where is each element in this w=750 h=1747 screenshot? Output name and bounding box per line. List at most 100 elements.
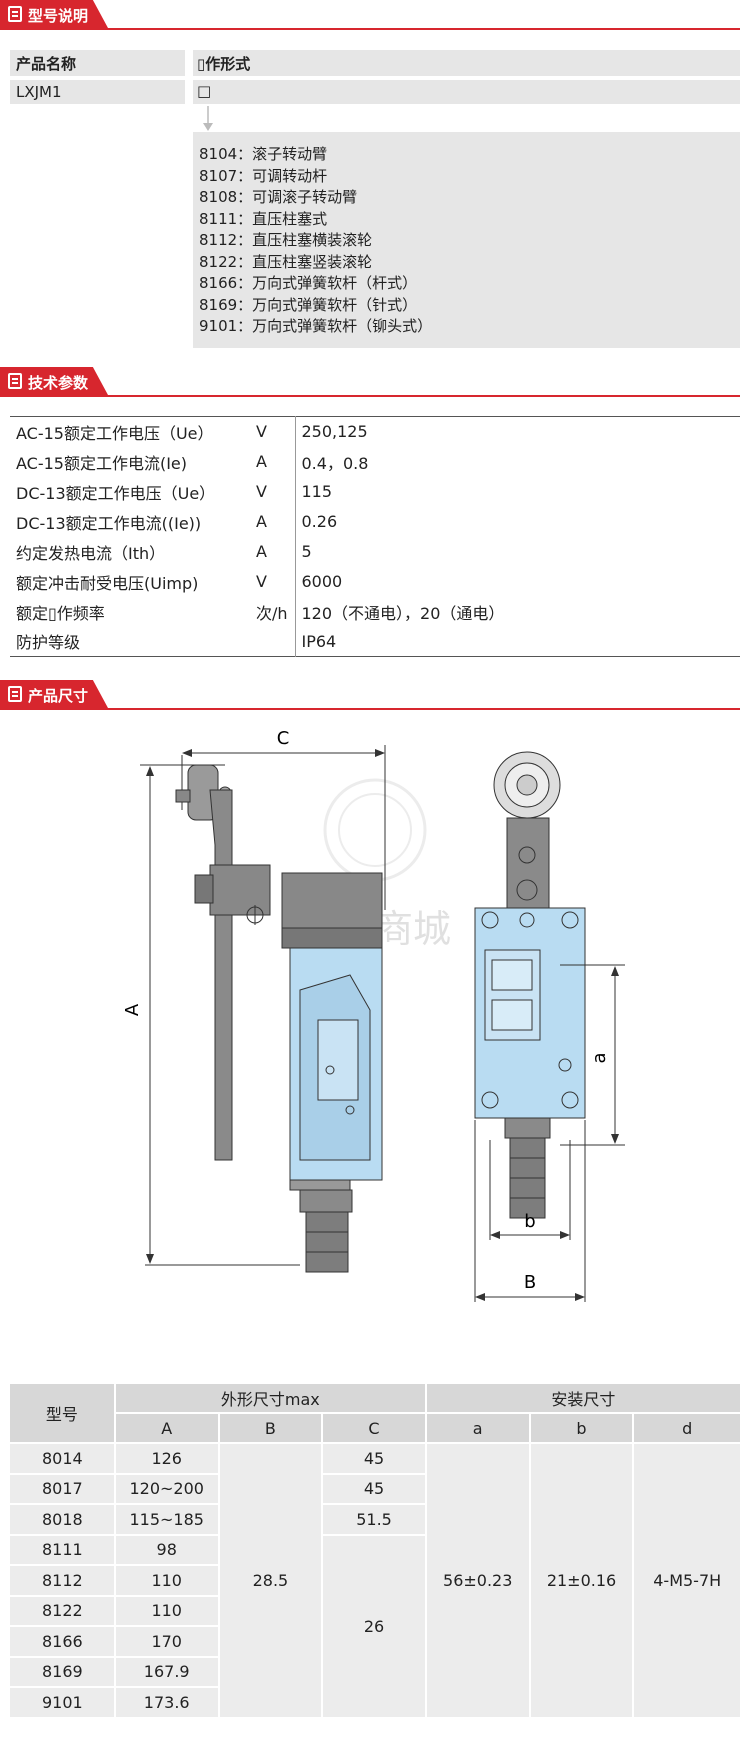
param-unit: A bbox=[256, 452, 267, 471]
header-install-dim: 安装尺寸 bbox=[424, 1382, 743, 1414]
cell-A: 170 bbox=[113, 1625, 220, 1658]
cell-A: 167.9 bbox=[113, 1655, 220, 1688]
section-tab bbox=[0, 367, 108, 395]
cell-C: 51.5 bbox=[321, 1503, 427, 1536]
table-row: 8111 98 26 bbox=[8, 1533, 741, 1719]
cell-C: 26 bbox=[321, 1533, 427, 1719]
cell-model: 8166 bbox=[8, 1625, 116, 1658]
model-placeholder-box: □ bbox=[193, 80, 740, 104]
section-divider bbox=[0, 395, 740, 397]
param-unit: V bbox=[256, 572, 267, 591]
document-icon bbox=[8, 6, 22, 22]
document-icon bbox=[8, 686, 22, 702]
cell-A: 98 bbox=[113, 1533, 220, 1566]
section-header-dimensions: 产品尺寸 bbox=[0, 680, 750, 714]
section-title: 型号说明 bbox=[28, 7, 89, 25]
param-name: DC-13额定工作电流((Ie)) bbox=[16, 513, 202, 533]
dimension-drawing: 阀采商城 A C bbox=[122, 728, 625, 1302]
table-row: 8122 110 bbox=[8, 1594, 741, 1627]
cell-model: 9101 bbox=[8, 1686, 116, 1719]
cell-model: 8112 bbox=[8, 1564, 116, 1597]
section-header-model: 型号说明 bbox=[0, 0, 750, 34]
document-icon bbox=[8, 373, 22, 389]
param-unit: A bbox=[256, 542, 267, 561]
subheader: C bbox=[321, 1412, 427, 1444]
section-divider bbox=[0, 708, 740, 710]
param-unit bbox=[250, 627, 295, 657]
table-row: 8169 167.9 bbox=[8, 1655, 741, 1688]
option-item: 8166：万向式弹簧软杆（杆式） bbox=[199, 274, 418, 292]
cell-model: 8018 bbox=[8, 1503, 116, 1536]
subheader: A bbox=[113, 1412, 220, 1444]
table-row: 约定发热电流（Ith） A 5 bbox=[10, 536, 740, 567]
option-item: 8111：直压柱塞式 bbox=[199, 209, 328, 228]
option-item: 8122：直压柱塞竖装滚轮 bbox=[199, 252, 373, 271]
param-name: 防护等级 bbox=[16, 633, 81, 653]
param-value: 115 bbox=[294, 476, 740, 507]
param-unit: V bbox=[256, 482, 267, 501]
table-row: 9101 173.6 bbox=[8, 1686, 741, 1719]
product-name-label: 产品名称 bbox=[10, 50, 185, 76]
cell-model: 8017 bbox=[8, 1472, 116, 1505]
param-name: AC-15额定工作电流(Ie) bbox=[16, 453, 188, 473]
option-item: 9101：万向式弹簧软杆（铆头式） bbox=[199, 317, 433, 335]
dim-label-a: a bbox=[589, 1052, 610, 1063]
cell-b: 21±0.16 bbox=[528, 1442, 635, 1719]
param-name: 约定发热电流（Ith） bbox=[16, 543, 166, 563]
table-header-row: 型号 外形尺寸max 安装尺寸 bbox=[8, 1382, 743, 1444]
header-outer-dim: 外形尺寸max bbox=[113, 1382, 427, 1414]
param-unit: A bbox=[256, 512, 267, 531]
cell-d: 4-M5-7H bbox=[632, 1442, 742, 1719]
cell-model: 8111 bbox=[8, 1533, 116, 1566]
param-name: AC-15额定工作电压（Ue） bbox=[16, 423, 214, 443]
front-view: a b B bbox=[474, 751, 625, 1302]
param-value: 0.4，0.8 bbox=[294, 446, 740, 477]
param-value: 250,125 bbox=[294, 416, 740, 447]
section-divider bbox=[0, 28, 740, 30]
table-row: 8014 126 28.5 45 56±0.23 21±0.16 4-M5-7H bbox=[8, 1442, 742, 1719]
dimension-table: 型号 外形尺寸max 安装尺寸 A B C a b d 8014 126 28.… bbox=[8, 1382, 743, 1719]
option-item: 8104：滚子转动臂 bbox=[199, 145, 328, 163]
table-subheader-row: A B C a b d bbox=[9, 1412, 742, 1444]
table-row: AC-15额定工作电流(Ie) A 0.4，0.8 bbox=[10, 446, 740, 477]
side-view: A C bbox=[122, 728, 386, 1273]
subheader: B bbox=[217, 1412, 324, 1444]
cell-A: 126 bbox=[113, 1442, 220, 1475]
dim-label-A: A bbox=[122, 1003, 143, 1016]
section-tab bbox=[0, 680, 108, 708]
option-list: 8104：滚子转动臂 8107：可调转动杆 8108：可调滚子转动臂 8111：… bbox=[193, 132, 740, 348]
cell-A: 173.6 bbox=[113, 1686, 220, 1719]
param-name: 额定▯作频率 bbox=[16, 603, 105, 623]
cell-C: 45 bbox=[321, 1442, 427, 1475]
param-value: 5 bbox=[294, 536, 740, 567]
subheader: d bbox=[632, 1412, 742, 1444]
option-item: 8112：直压柱塞横装滚轮 bbox=[199, 231, 373, 249]
subheader: b bbox=[528, 1412, 635, 1444]
param-value: 120（不通电），20（通电） bbox=[294, 596, 740, 627]
table-row: 8166 170 bbox=[8, 1625, 741, 1658]
option-item: 8169：万向式弹簧软杆（针式） bbox=[199, 295, 418, 314]
cell-model: 8122 bbox=[8, 1594, 116, 1627]
param-name: 额定冲击耐受电压(Uimp) bbox=[16, 573, 199, 593]
cell-A: 110 bbox=[113, 1564, 220, 1597]
param-value: 0.26 bbox=[294, 506, 740, 537]
cell-C: 45 bbox=[321, 1472, 427, 1505]
arrow-down-icon bbox=[203, 106, 213, 131]
param-value: 6000 bbox=[294, 566, 740, 597]
section-header-tech: 技术参数 bbox=[0, 367, 750, 401]
cell-A: 110 bbox=[113, 1594, 220, 1627]
param-unit: V bbox=[256, 422, 267, 442]
option-item: 8107：可调转动杆 bbox=[199, 166, 328, 185]
action-form-label: ▯作形式 bbox=[193, 50, 740, 76]
dim-label-B: B bbox=[524, 1272, 536, 1293]
cell-B: 28.5 bbox=[217, 1442, 324, 1719]
table-row: AC-15额定工作电压（Ue） V 250,125 bbox=[10, 416, 740, 447]
cell-a: 56±0.23 bbox=[424, 1442, 531, 1719]
table-row: DC-13额定工作电流((Ie)) A 0.26 bbox=[10, 506, 740, 537]
section-title: 技术参数 bbox=[28, 374, 89, 392]
cell-A: 120~200 bbox=[113, 1472, 220, 1505]
